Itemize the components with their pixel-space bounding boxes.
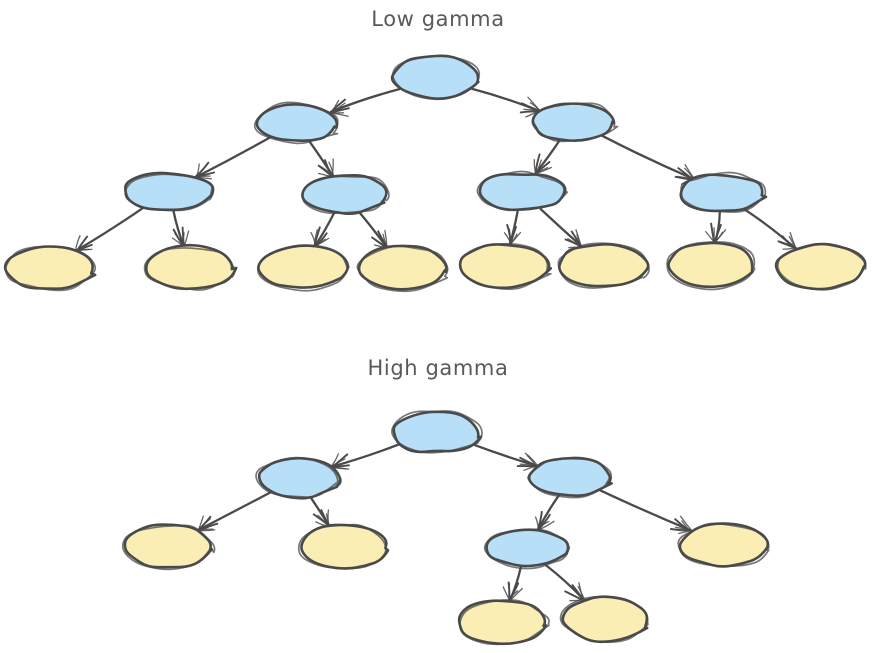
tree-node-internal[interactable] [531,102,619,143]
tree-edge [539,207,583,249]
tree-node-internal[interactable] [391,410,483,454]
tree-node-leaf[interactable] [557,242,650,289]
tree-edge [329,87,401,117]
tree-edge [308,495,331,528]
edges-layer [74,87,798,602]
tree-edge [357,210,389,249]
tree-edge [308,140,335,178]
tree-edge [502,565,523,602]
tree-node-internal[interactable] [483,528,571,570]
tree-node-internal[interactable] [124,171,215,212]
tree-edge [330,442,402,470]
tree-edge [171,209,190,248]
tree-edge [705,210,727,245]
tree-edge [598,489,692,535]
tree-node-leaf[interactable] [559,595,649,644]
tree-edge [471,87,541,118]
tree-edge [743,208,798,250]
tree-node-leaf[interactable] [457,599,550,646]
tree-node-leaf[interactable] [297,523,390,570]
tree-node-leaf[interactable] [774,242,867,291]
tree-node-internal[interactable] [390,54,481,101]
tree-edge [544,563,586,602]
tree-node-internal[interactable] [255,456,342,500]
panel-title-low-gamma: Low gamma [371,7,504,31]
tree-node-leaf[interactable] [256,244,350,292]
tree-node-leaf[interactable] [677,522,770,568]
tree-node-leaf[interactable] [3,245,97,292]
nodes-layer [3,54,867,646]
tree-edge [534,494,561,532]
tree-node-leaf[interactable] [666,241,756,291]
tree-node-leaf[interactable] [121,523,216,571]
tree-edge [310,211,336,248]
tree-edge [196,491,272,532]
tree-edge [194,136,272,180]
tree-node-leaf[interactable] [143,243,238,291]
tree-edge [533,138,562,176]
panel-title-high-gamma: High gamma [368,356,509,380]
tree-edge [74,206,145,253]
tree-edge [503,209,522,247]
tree-node-internal[interactable] [527,456,613,499]
tree-node-internal[interactable] [301,173,390,216]
tree-node-internal[interactable] [253,101,339,145]
tree-node-leaf[interactable] [356,244,449,293]
tree-node-leaf[interactable] [458,242,553,291]
tree-edge [470,442,539,471]
tree-node-internal[interactable] [679,171,768,213]
tree-node-internal[interactable] [476,170,569,212]
tree-edge [600,134,696,185]
